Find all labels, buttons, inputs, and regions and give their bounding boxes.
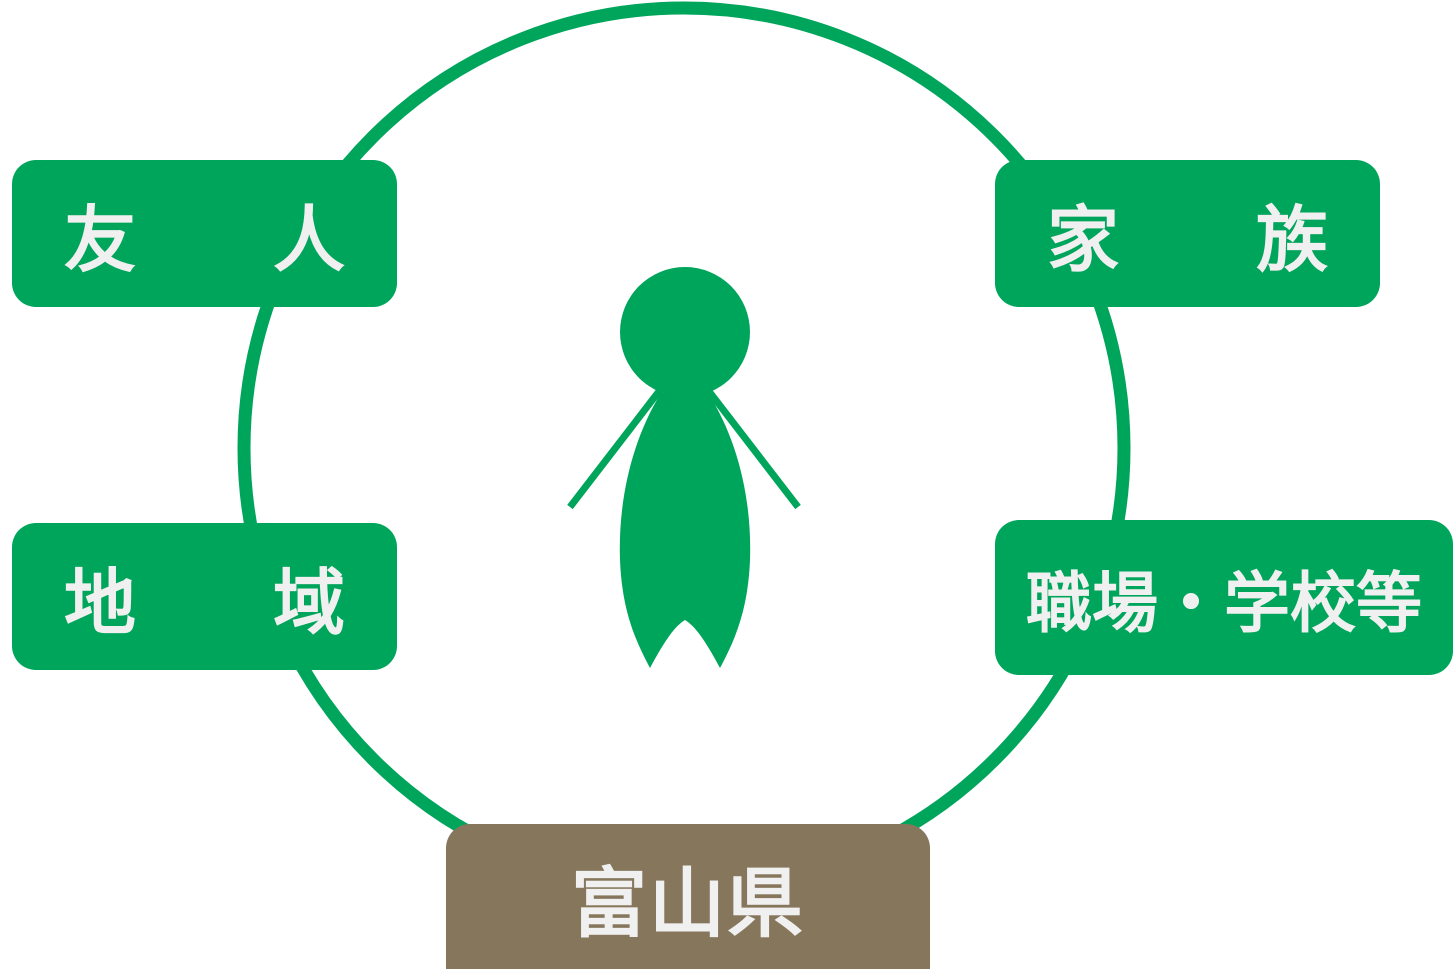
node-workplace-school-label: 職場・学校等 [1026,564,1422,642]
node-friends: 友 人 [12,160,397,307]
node-workplace-school: 職場・学校等 [995,520,1453,675]
node-community: 地 域 [12,523,397,670]
node-toyama-prefecture: 富山県 [446,824,930,969]
node-family: 家 族 [995,160,1380,307]
node-community-label: 地 域 [63,561,402,645]
node-friends-label: 友 人 [63,198,402,282]
node-family-label: 家 族 [1046,198,1385,282]
node-toyama-prefecture-label: 富山県 [571,858,805,948]
person-figure-icon [567,267,801,668]
